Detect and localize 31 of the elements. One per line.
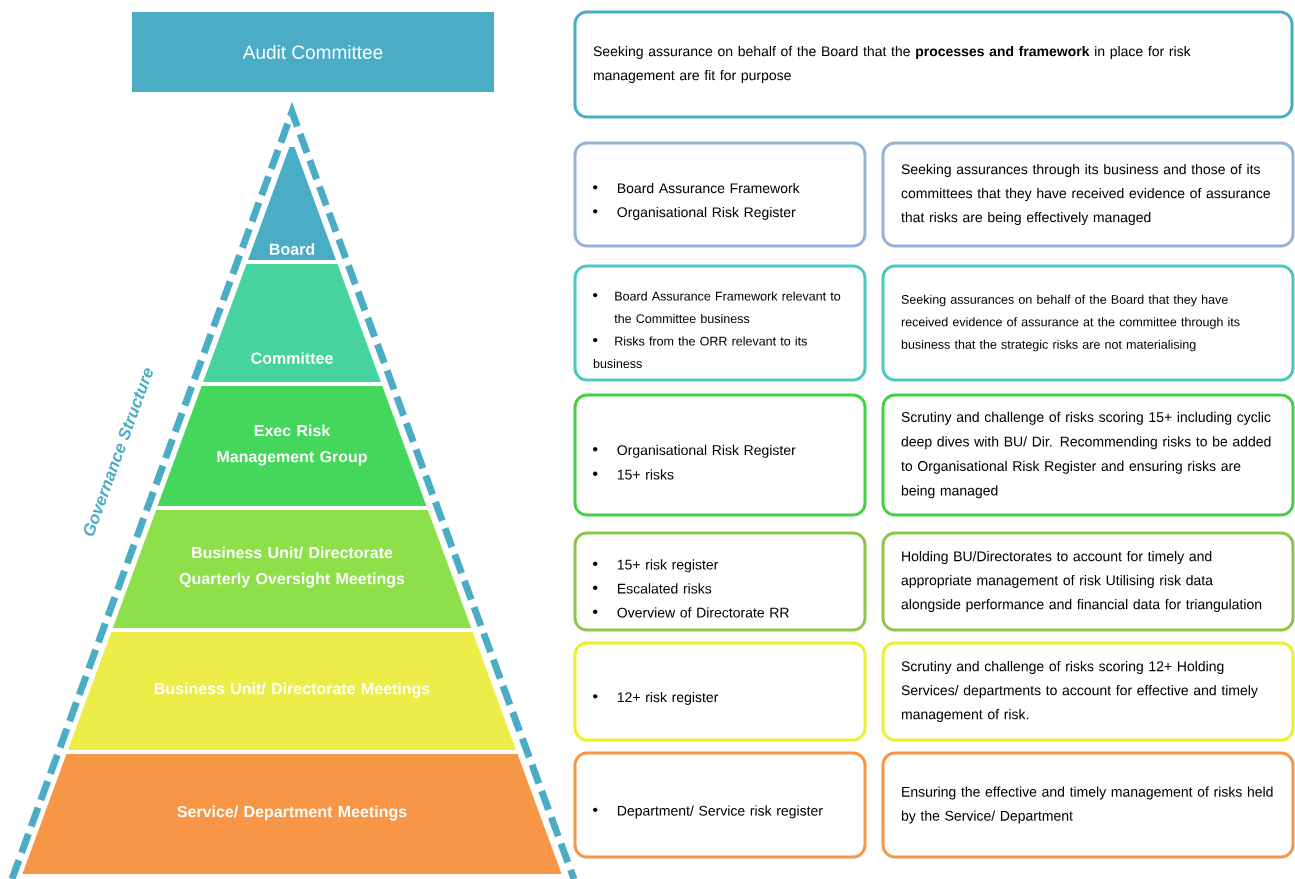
bullet-item: Department/ Service risk register bbox=[593, 805, 823, 819]
bullet-item: Board Assurance Framework bbox=[593, 182, 800, 194]
description-box: Scrutiny and challenge of risks scoring 12+ Holding Services/ departments to account for effective and timely management of risk. bbox=[881, 641, 1295, 742]
bullet-item: Organisational Risk Register bbox=[593, 206, 796, 220]
bullet-list-box bbox=[573, 264, 867, 382]
bullet-item: 15+ risks bbox=[593, 469, 674, 480]
bullet-item: Risks from the ORR relevant to its business bbox=[593, 336, 807, 369]
bullet-list-box bbox=[573, 641, 867, 742]
bullet-item: Overview of Directorate RR bbox=[593, 607, 789, 618]
description-box: Seeking assurance on behalf of the Board that the processes and framework in place for risk management are fit for purpose bbox=[573, 10, 1294, 119]
pyramid-tier: Exec Risk Management Group bbox=[157, 386, 427, 506]
pyramid-tier: Business Unit/ Directorate Meetings bbox=[67, 632, 517, 750]
bullet-list-box bbox=[573, 751, 867, 859]
bullet-list-box bbox=[573, 141, 867, 248]
pyramid-tier: Business Unit/ Directorate Quarterly Oversight Meetings bbox=[112, 510, 472, 628]
bullet-item: 15+ risk register bbox=[593, 559, 719, 573]
bullet-list-box bbox=[573, 393, 867, 517]
bullet-item: Organisational Risk Register bbox=[593, 444, 796, 458]
description-box: Ensuring the effective and timely management of risks held by the Service/ Department bbox=[881, 751, 1295, 859]
title-box: Audit Committee bbox=[132, 12, 494, 92]
pyramid-tier: Service/ Department Meetings bbox=[22, 754, 562, 874]
bullet-list-box bbox=[573, 531, 867, 632]
pyramid-tier: Committee bbox=[203, 264, 381, 382]
pyramid-tier: Board bbox=[247, 147, 337, 260]
bullet-item: Escalated risks bbox=[593, 583, 712, 594]
description-box: Seeking assurances on behalf of the Board that they have received evidence of assurance at the committee through its business that the strategic risks are not materialising bbox=[881, 264, 1295, 382]
description-box: Holding BU/Directorates to account for timely and appropriate management of risk Utilising risk data alongside performance and financial data for triangulation bbox=[881, 531, 1295, 632]
bullet-item: 12+ risk register bbox=[593, 691, 719, 705]
description-box: Scrutiny and challenge of risks scoring 15+ including cyclic deep dives with BU/ Dir. Recommending risks to be added to Organisational Risk Register and ensuring risks are being managed bbox=[881, 393, 1295, 517]
bullet-item: Board Assurance Framework relevant to the Committee business bbox=[593, 291, 841, 324]
description-box: Seeking assurances through its business and those of its committees that they have received evidence of assurance that risks are being effectively managed bbox=[881, 141, 1295, 248]
